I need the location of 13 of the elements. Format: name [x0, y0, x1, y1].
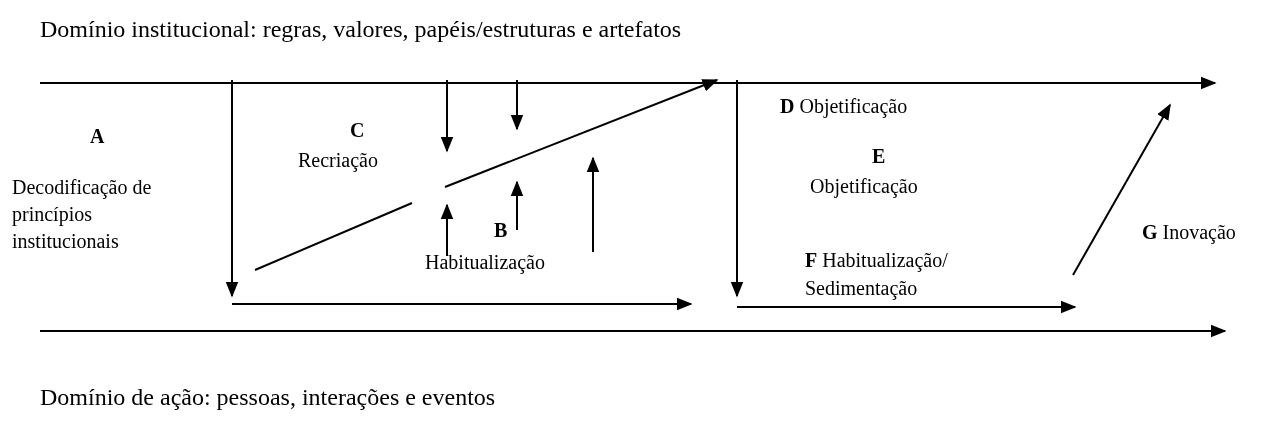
description-text: Decodificação de princípios institucionais	[12, 175, 153, 254]
process-label: Habitualização	[425, 250, 545, 275]
process-label: G Inovação	[1142, 220, 1236, 245]
process-label: Objetificação	[810, 174, 918, 199]
process-label: Recriação	[298, 148, 378, 173]
heading: Domínio institucional: regras, valores, papéis/estruturas e artefatos	[40, 15, 682, 44]
section-letter: E	[872, 144, 886, 169]
section-letter: C	[350, 118, 365, 143]
process-label: D Objetificação	[780, 94, 908, 119]
process-label: F Habitualização/ Sedimentação	[805, 248, 949, 302]
heading: Domínio de ação: pessoas, interações e eventos	[40, 383, 496, 412]
section-letter: B	[494, 218, 508, 243]
section-letter: A	[90, 124, 105, 149]
